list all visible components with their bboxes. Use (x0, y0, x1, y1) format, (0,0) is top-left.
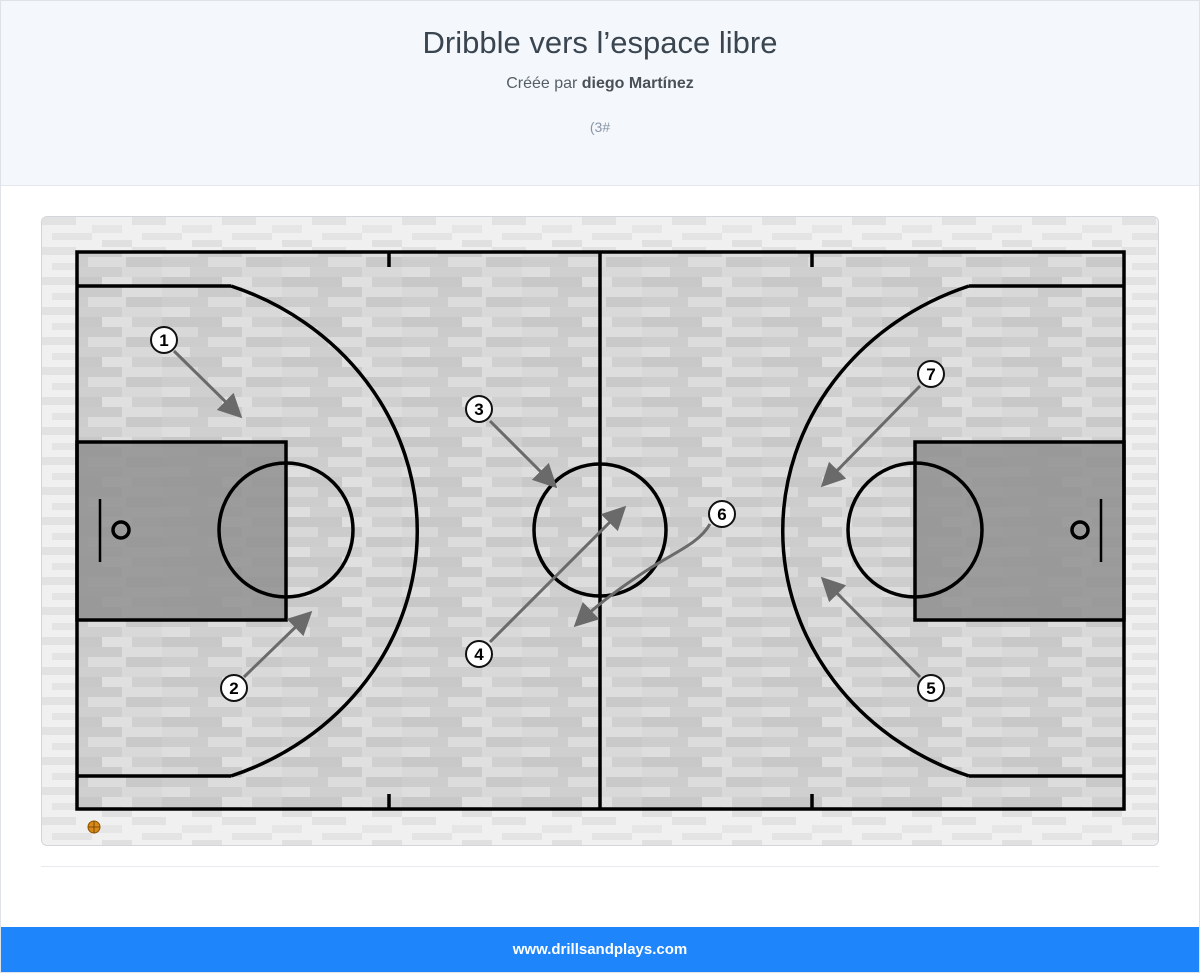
player-1-label: 1 (159, 331, 168, 350)
player-7[interactable]: 7 (917, 360, 945, 388)
player-6[interactable]: 6 (708, 500, 736, 528)
author-name: diego Martínez (581, 75, 694, 92)
player-6-label: 6 (717, 505, 726, 524)
player-5-label: 5 (926, 679, 935, 698)
content-divider (41, 866, 1159, 867)
player-3-path (488, 419, 558, 489)
player-1-path (172, 349, 243, 419)
player-5-path (820, 576, 922, 679)
player-4[interactable]: 4 (465, 640, 493, 668)
player-7-label: 7 (926, 365, 935, 384)
right-paint (915, 442, 1124, 620)
player-3-label: 3 (474, 400, 483, 419)
player-4-path (488, 505, 627, 644)
right-free-throw-circle (846, 461, 984, 599)
player-2-label: 2 (229, 679, 238, 698)
page-title: Dribble vers l’espace libre (422, 25, 778, 60)
left-free-throw-circle (217, 461, 355, 599)
player-6-path (573, 523, 712, 628)
player-2-path (242, 610, 313, 679)
right-hoop (1070, 520, 1090, 540)
player-4-label: 4 (474, 645, 484, 664)
play-code: (3# (589, 119, 611, 135)
left-key (75, 440, 288, 622)
left-hoop (111, 520, 131, 540)
player-3[interactable]: 3 (465, 395, 493, 423)
byline: Créée par diego Martínez (1, 75, 1199, 93)
player-5[interactable]: 5 (917, 674, 945, 702)
player-2[interactable]: 2 (220, 674, 248, 702)
footer-site-link[interactable]: www.drillsandplays.com (512, 941, 688, 958)
left-three-point-arc (230, 284, 420, 778)
center-circle (532, 462, 668, 598)
right-three-point-arc (780, 284, 970, 778)
left-paint (77, 442, 286, 620)
footer-bar: www.drillsandplays.com (1, 927, 1199, 972)
court-diagram: 1 2 3 4 5 6 7 (41, 216, 1159, 846)
header: Dribble vers l’espace libre Créée par di… (1, 1, 1199, 186)
player-7-path (820, 384, 922, 488)
basketball-icon (87, 820, 101, 834)
player-1[interactable]: 1 (150, 326, 178, 354)
right-key (913, 440, 1126, 622)
created-by-label: Créée par (506, 75, 582, 92)
